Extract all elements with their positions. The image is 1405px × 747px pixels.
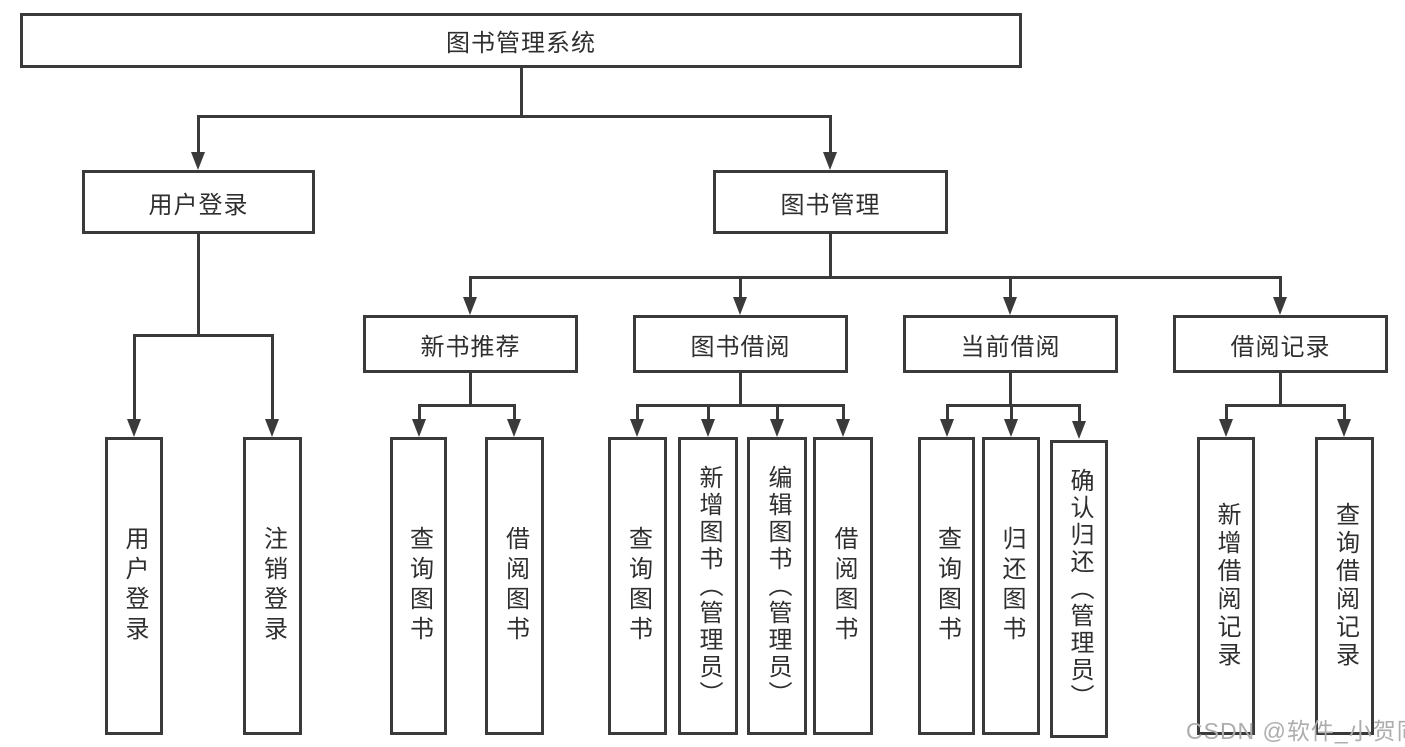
connector-shaft-new-book <box>468 276 472 299</box>
connector-currentborrow-drop <box>1008 373 1012 407</box>
connector-user-login-split <box>132 334 274 337</box>
connector-shaft-borrow-record <box>1278 276 1282 299</box>
connector-shaft-leaf-login <box>132 334 136 421</box>
node-new-book-recommendation: 新书推荐 <box>363 315 578 373</box>
connector-shaft-br-query <box>1342 404 1346 421</box>
csdn-watermark: CSDN @软件_小贺同学 <box>1186 718 1405 744</box>
connector-shaft-nb-query <box>417 404 421 421</box>
leaf-add-books-admin: 新增图书（管理员） <box>678 437 738 735</box>
arrowhead-bb-query <box>630 419 644 437</box>
arrowhead-borrow-record <box>1273 297 1287 315</box>
arrowhead-book-management <box>823 152 837 170</box>
connector-borrowrecord-drop <box>1278 373 1282 407</box>
connector-shaft-cb-query <box>945 404 949 421</box>
arrowhead-bb-borrow <box>836 419 850 437</box>
arrowhead-user-login <box>191 152 205 170</box>
connector-bookborrow-drop <box>738 373 742 407</box>
leaf-logout: 注销登录 <box>243 437 302 735</box>
leaf-return-books: 归还图书 <box>982 437 1040 735</box>
leaf-borrow-books-2: 借阅图书 <box>813 437 873 735</box>
connector-shaft-user-login <box>196 115 200 155</box>
node-current-borrowing: 当前借阅 <box>903 315 1118 373</box>
connector-borrowrecord-split <box>1224 404 1346 407</box>
leaf-query-borrow-record: 查询借阅记录 <box>1315 437 1374 735</box>
node-book-borrowing: 图书借阅 <box>633 315 848 373</box>
connector-shaft-bb-add <box>706 404 710 421</box>
arrowhead-leaf-login <box>127 419 141 437</box>
arrowhead-br-query <box>1337 419 1351 437</box>
connector-root-drop <box>519 68 523 118</box>
arrowhead-new-book <box>463 297 477 315</box>
leaf-query-books-2: 查询图书 <box>608 437 667 735</box>
leaf-confirm-return-admin: 确认归还（管理员） <box>1050 440 1108 738</box>
connector-shaft-cb-return <box>1009 404 1013 421</box>
leaf-borrow-books-1: 借阅图书 <box>485 437 544 735</box>
leaf-add-borrow-record: 新增借阅记录 <box>1197 437 1255 735</box>
connector-currentborrow-split <box>945 404 1081 407</box>
leaf-edit-books-admin: 编辑图书（管理员） <box>747 437 807 735</box>
arrowhead-leaf-logout <box>265 419 279 437</box>
connector-newbook-drop <box>468 373 472 407</box>
arrowhead-cb-query <box>940 419 954 437</box>
connector-shaft-current-borrow <box>1008 276 1012 299</box>
arrowhead-cb-return <box>1004 419 1018 437</box>
connector-book-mgmt-split <box>468 276 1282 279</box>
node-book-management: 图书管理 <box>713 170 948 234</box>
node-library-management-system: 图书管理系统 <box>20 13 1022 68</box>
connector-shaft-book-management <box>828 115 832 155</box>
connector-user-login-drop <box>197 234 200 337</box>
leaf-query-books-3: 查询图书 <box>918 437 975 735</box>
arrowhead-current-borrow <box>1003 297 1017 315</box>
arrowhead-bb-edit <box>770 419 784 437</box>
connector-shaft-br-add <box>1224 404 1228 421</box>
connector-shaft-bb-borrow <box>841 404 845 421</box>
leaf-user-login: 用户登录 <box>105 437 163 735</box>
arrowhead-br-add <box>1219 419 1233 437</box>
connector-shaft-bb-edit <box>775 404 779 421</box>
connector-newbook-split <box>417 404 516 407</box>
arrowhead-cb-confirm <box>1072 421 1086 439</box>
connector-shaft-leaf-logout <box>270 334 274 421</box>
node-user-login: 用户登录 <box>82 170 315 234</box>
node-borrowing-records: 借阅记录 <box>1173 315 1388 373</box>
arrowhead-nb-borrow <box>507 419 521 437</box>
connector-bookborrow-split <box>635 404 845 407</box>
connector-shaft-book-borrow <box>738 276 742 299</box>
connector-shaft-cb-confirm <box>1077 404 1081 421</box>
arrowhead-bb-add <box>701 419 715 437</box>
connector-book-mgmt-drop <box>828 234 832 279</box>
connector-shaft-bb-query <box>635 404 639 421</box>
arrowhead-book-borrow <box>733 297 747 315</box>
connector-root-split <box>196 115 832 118</box>
arrowhead-nb-query <box>412 419 426 437</box>
leaf-query-books-1: 查询图书 <box>390 437 447 735</box>
connector-shaft-nb-borrow <box>512 404 516 421</box>
